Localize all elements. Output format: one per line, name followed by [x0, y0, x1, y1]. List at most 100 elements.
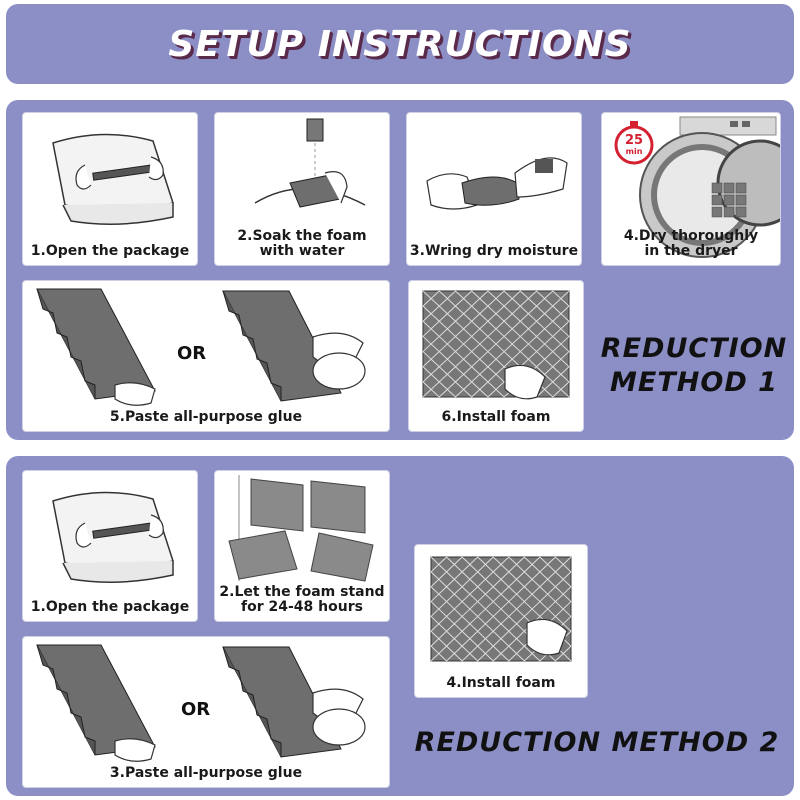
method2-step1-card: 1.Open the package [22, 470, 198, 622]
foam-pyramid [438, 305, 456, 322]
foam-pyramid [487, 320, 505, 337]
foam-pyramid [519, 320, 537, 337]
foam-pyramid [430, 586, 447, 602]
step-caption: 6.Install foam [441, 409, 551, 425]
page-title: SETUP INSTRUCTIONS [168, 23, 632, 65]
foam-pyramid [455, 305, 473, 322]
foam-pyramid [430, 645, 447, 662]
foam-pyramid [487, 305, 505, 322]
foam-pyramid [487, 290, 505, 307]
foam-pyramid [430, 571, 447, 588]
timer-value: 25 [624, 133, 644, 148]
foam-pyramid [552, 381, 570, 398]
foam-pyramid [492, 601, 510, 617]
foam-pyramid [536, 336, 554, 352]
step-caption: 1.Open the package [30, 243, 190, 259]
foam-pyramid [438, 336, 456, 352]
foam-pyramid [552, 336, 570, 352]
method1-step6-card: 6.Install foam [408, 280, 584, 432]
foam-pyramid [446, 645, 463, 662]
paste-glue-illustration [36, 644, 366, 762]
foam-pyramid [492, 630, 510, 647]
foam-pyramid [503, 351, 521, 368]
foam-pyramid [536, 305, 554, 322]
foam-pyramid [519, 305, 537, 322]
install-foam-illustration [422, 290, 570, 400]
method1-step1-card: 1.Open the package [22, 112, 198, 266]
paste-glue-illustration [36, 288, 366, 406]
foam-pyramid [492, 556, 510, 573]
foam-pyramid [508, 645, 525, 662]
method1-label-line2: METHOD 1 [610, 367, 778, 398]
foam-pyramid [539, 586, 556, 602]
step-caption-line2: for 24-48 hours [241, 599, 363, 615]
method1-step3-card: 3.Wring dry moisture [406, 112, 582, 266]
method1-step5-card: OR 5.Paste all-purpose glue [22, 280, 390, 432]
foam-pyramid [503, 305, 521, 322]
foam-pyramid [471, 381, 489, 398]
foam-pyramid [438, 320, 456, 337]
foam-pyramid [446, 616, 463, 632]
or-label: OR [181, 699, 211, 720]
foam-stand-illustration [228, 475, 374, 582]
foam-pyramid [455, 366, 473, 383]
foam-pyramid [508, 571, 525, 588]
foam-pyramid [519, 351, 537, 368]
foam-pyramid [503, 320, 521, 337]
timer-unit: min [625, 147, 643, 156]
foam-pyramid [523, 601, 541, 617]
foam-pyramid [446, 586, 463, 602]
foam-pyramid [446, 601, 463, 617]
foam-pyramid [523, 556, 541, 573]
foam-pyramid [471, 290, 489, 307]
foam-pyramid [539, 571, 556, 588]
foam-pyramid [477, 645, 494, 662]
foam-pyramid [455, 320, 473, 337]
foam-pyramid [455, 336, 473, 352]
foam-pyramid [477, 556, 494, 573]
foam-pyramid [519, 336, 537, 352]
foam-pyramid [508, 586, 525, 602]
foam-pyramid [471, 366, 489, 383]
foam-pyramid [536, 351, 554, 368]
step-caption: 3.Wring dry moisture [409, 243, 579, 259]
foam-pyramid [446, 556, 463, 573]
install-foam-illustration [430, 556, 572, 662]
foam-pyramid [487, 351, 505, 368]
foam-pyramid [438, 290, 456, 307]
foam-pyramid [471, 351, 489, 368]
foam-pyramid [461, 556, 479, 573]
method1-step2-card: 2.Soak the foam with water [214, 112, 390, 266]
foam-pyramid [430, 616, 447, 632]
foam-pyramid [555, 601, 572, 617]
foam-pyramid [552, 351, 570, 368]
foam-pyramid [492, 616, 510, 632]
foam-pyramid [503, 290, 521, 307]
method1-label: REDUCTION METHOD 1 [595, 332, 793, 400]
wring-foam-illustration [426, 157, 568, 210]
foam-pyramid [455, 381, 473, 398]
foam-pyramid [508, 601, 525, 617]
foam-pyramid [461, 601, 479, 617]
foam-pyramid [477, 616, 494, 632]
foam-pyramid [477, 586, 494, 602]
step-caption: 1.Open the package [30, 599, 190, 615]
foam-pyramid [539, 556, 556, 573]
foam-pyramid [438, 351, 456, 368]
foam-pyramid [539, 601, 556, 617]
foam-pyramid [552, 290, 570, 307]
foam-pyramid [552, 366, 570, 383]
method2-step2-card: 2.Let the foam stand for 24-48 hours [214, 470, 390, 622]
or-label: OR [177, 343, 207, 364]
foam-pyramid [461, 571, 479, 588]
foam-pyramid [492, 571, 510, 588]
foam-pyramid [477, 601, 494, 617]
foam-pyramid [552, 320, 570, 337]
foam-pyramid [461, 630, 479, 647]
foam-pyramid [523, 571, 541, 588]
open-package-illustration [52, 491, 174, 583]
foam-pyramid [455, 351, 473, 368]
foam-pyramid [471, 336, 489, 352]
soak-foam-illustration [254, 118, 366, 208]
foam-pyramid [455, 290, 473, 307]
